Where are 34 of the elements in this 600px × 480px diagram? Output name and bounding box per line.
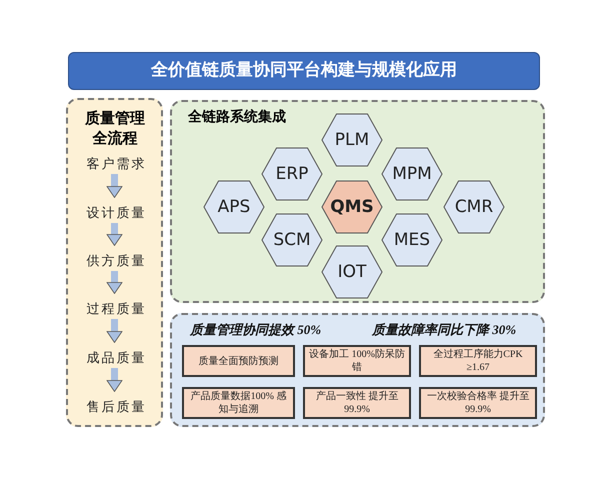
results-panel: [170, 313, 545, 427]
result-card: 质量全面预防预测: [182, 345, 295, 377]
result-card: 产品一致性 提升至99.9%: [303, 387, 411, 419]
result-card: 全过程工序能力CPK ≥1.67: [419, 345, 537, 377]
panel-heading: 全链路系统集成: [188, 108, 286, 126]
result-heading: 质量故障率同比下降 30%: [372, 321, 516, 339]
system-hexagon: PLM: [321, 113, 383, 167]
system-hexagon: ERP: [261, 147, 323, 201]
result-card: 产品质量数据100% 感知与追溯: [182, 387, 295, 419]
down-arrow: [106, 223, 122, 246]
result-heading: 质量管理协同提效 50%: [190, 321, 322, 339]
system-hexagon: APS: [203, 180, 265, 234]
process-panel: [66, 98, 163, 427]
down-arrow: [106, 319, 122, 343]
down-arrow: [106, 174, 122, 198]
step-label: 成品质量: [76, 349, 157, 367]
system-hexagon: CMR: [443, 180, 505, 234]
step-label: 供方质量: [76, 252, 157, 270]
system-hexagon: IOT: [321, 245, 383, 299]
step-label: 客户需求: [76, 155, 157, 173]
result-card: 一次校验合格率 提升至99.9%: [419, 387, 537, 419]
step-label: 设计质量: [76, 204, 157, 222]
down-arrow: [106, 271, 122, 294]
title-banner: 全价值链质量协同平台构建与规模化应用: [68, 52, 540, 90]
step-label: 过程质量: [76, 300, 157, 318]
system-hexagon: MES: [381, 213, 443, 267]
core-hexagon: QMS: [321, 180, 383, 234]
step-label: 售后质量: [76, 398, 157, 416]
result-card: 设备加工 100%防呆防错: [303, 345, 411, 377]
down-arrow: [106, 368, 122, 392]
integration-panel: [170, 100, 545, 303]
panel-heading: 质量管理全流程: [84, 108, 146, 148]
system-hexagon: SCM: [261, 213, 323, 267]
system-hexagon: MPM: [381, 147, 443, 201]
